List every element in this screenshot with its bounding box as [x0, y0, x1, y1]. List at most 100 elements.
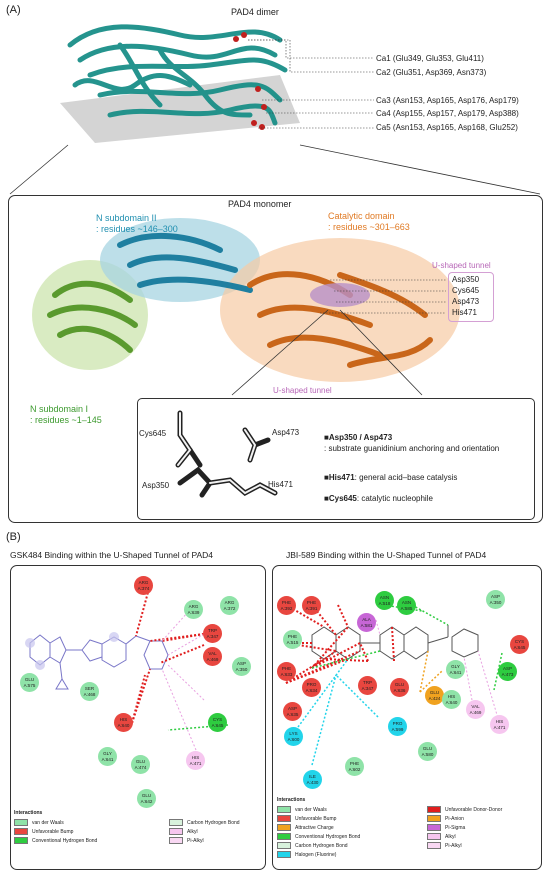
- legend-title: Interactions: [14, 810, 43, 816]
- tunnel-residue-box: [448, 272, 494, 322]
- jbi589-interaction-diagram: [285, 604, 503, 766]
- catalytic-label: Catalytic domain: [328, 211, 395, 221]
- monomer-title: PAD4 monomer: [228, 199, 292, 209]
- ca3-label: Ca3 (Asn153, Asp165, Asp176, Asp179): [376, 96, 519, 105]
- catalytic-residues: : residues ~301–663: [328, 222, 410, 232]
- inset-note-cys: ■Cys645: catalytic nucleophile: [324, 494, 433, 503]
- left-title: GSK484 Binding within the U-Shaped Tunne…: [10, 550, 214, 560]
- legend-item: Conventional Hydrogen Bond: [277, 833, 360, 840]
- inset-his471: His471: [268, 480, 293, 489]
- dimer-title: PAD4 dimer: [231, 7, 279, 17]
- legend-item: Conventional Hydrogen Bond: [14, 837, 97, 844]
- tunnel-leader-lines: [231, 279, 446, 396]
- legend-item: Unfavorable Donor-Donor: [427, 806, 502, 813]
- ca2-label: Ca2 (Glu351, Asp369, Asn373): [376, 68, 487, 77]
- ca5-label: Ca5 (Asn153, Asp165, Asp168, Glu252): [376, 123, 518, 132]
- legend-item: van der Waals: [14, 819, 64, 826]
- note-bullet: ■: [324, 473, 329, 482]
- legend-item: Pi-Anion: [427, 815, 464, 822]
- nsub2-residues: : residues ~146–300: [96, 224, 178, 234]
- right-title: JBI-589 Binding within the U-Shaped Tunn…: [286, 550, 487, 560]
- inset-note-asp: ■Asp350 / Asp473 : substrate guanidinium…: [324, 432, 524, 454]
- note-his-text: : general acid–base catalysis: [354, 473, 458, 482]
- legend-item: van der Waals: [277, 806, 327, 813]
- ca4-label: Ca4 (Asp155, Asp157, Asp179, Asp388): [376, 109, 519, 118]
- legend-item: Alkyl: [169, 828, 198, 835]
- note-his-bold: His471: [328, 473, 355, 482]
- note-asp-text: : substrate guanidinium anchoring and or…: [324, 444, 500, 453]
- legend-item: Pi-Alkyl: [427, 842, 462, 849]
- legend-item: Alkyl: [427, 833, 456, 840]
- legend-item: Carbon Hydrogen Bond: [277, 842, 348, 849]
- note-cys-bold: Cys645: [328, 494, 357, 503]
- legend-item: Carbon Hydrogen Bond: [169, 819, 240, 826]
- active-site-inset: [137, 398, 535, 520]
- tunnel-label-bottom: U-shaped tunnel: [273, 386, 332, 395]
- panel-b-label: (B): [6, 531, 21, 543]
- legend-item: Unfavorable Bump: [14, 828, 73, 835]
- legend-item: Halogen (Fluorine): [277, 851, 336, 858]
- nsub1-residues: : residues ~1–145: [30, 415, 102, 425]
- legend-item: Unfavorable Bump: [277, 815, 336, 822]
- dimer-structure-illustration: [60, 24, 300, 143]
- membrane-plane: [60, 75, 300, 143]
- note-bullet: ■: [324, 433, 329, 442]
- inset-asp473: Asp473: [272, 428, 300, 437]
- nsub2-label: N subdomain II: [96, 213, 157, 223]
- tunnel-residue-cys645: Cys645: [452, 286, 480, 295]
- active-site-sticks: [175, 410, 278, 498]
- note-cys-text: : catalytic nucleophile: [356, 494, 433, 503]
- zoom-lines: [9, 144, 541, 195]
- u-tunnel-shape: [310, 283, 370, 307]
- inset-note-his: ■His471: general acid–base catalysis: [324, 473, 457, 482]
- legend-item: Attractive Charge: [277, 824, 334, 831]
- ca1-label: Ca1 (Glu349, Glu353, Glu411): [376, 54, 484, 63]
- inset-asp350: Asp350: [142, 481, 170, 490]
- panel-a-label: (A): [6, 4, 21, 16]
- tunnel-label-right: U-shaped tunnel: [432, 261, 491, 270]
- note-asp-bold: Asp350 / Asp473: [328, 433, 393, 442]
- nsub1-label: N subdomain I: [30, 404, 89, 414]
- legend-title: Interactions: [277, 797, 306, 803]
- legend-item: Pi-Sigma: [427, 824, 465, 831]
- gsk484-legend: Interactions van der Waals Unfavorable B…: [14, 810, 254, 862]
- jbi589-legend: Interactions van der Waals Unfavorable B…: [277, 797, 535, 865]
- legend-item: Pi-Alkyl: [169, 837, 204, 844]
